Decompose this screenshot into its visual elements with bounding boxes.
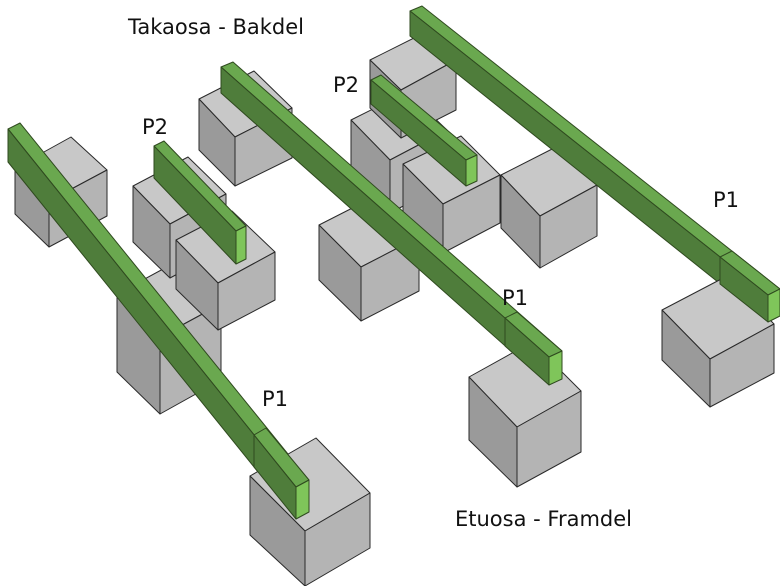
beam-face-end: [465, 154, 478, 187]
beam-p1-right-end: [719, 250, 780, 323]
label-beam-p1-left: P1: [262, 387, 288, 411]
beam-p1-left-end: [253, 427, 310, 520]
block-face-left: [249, 475, 306, 586]
label-beam-p1-center: P1: [502, 286, 528, 310]
block-face-right: [539, 184, 598, 269]
beam-face-end: [548, 350, 563, 386]
block-face-right: [304, 492, 371, 586]
label-beam-p2-left: P2: [142, 115, 168, 139]
label-beam-p1-right: P1: [713, 188, 739, 212]
label-back-section: Takaosa - Bakdel: [127, 15, 304, 39]
beam-face-end: [767, 288, 780, 323]
beam-face-end: [295, 479, 310, 520]
beam-p1-center-end: [504, 311, 563, 386]
block-face-right: [217, 251, 276, 331]
block-face-right: [516, 390, 582, 488]
block-face-right: [442, 174, 501, 254]
beam-p2-center: [370, 74, 478, 187]
beam-p2-left: [153, 140, 247, 265]
block-face-right: [709, 323, 775, 408]
label-beam-p2-center: P2: [333, 73, 359, 97]
beam-face-end: [235, 225, 247, 265]
label-front-section: Etuosa - Framdel: [455, 507, 632, 531]
